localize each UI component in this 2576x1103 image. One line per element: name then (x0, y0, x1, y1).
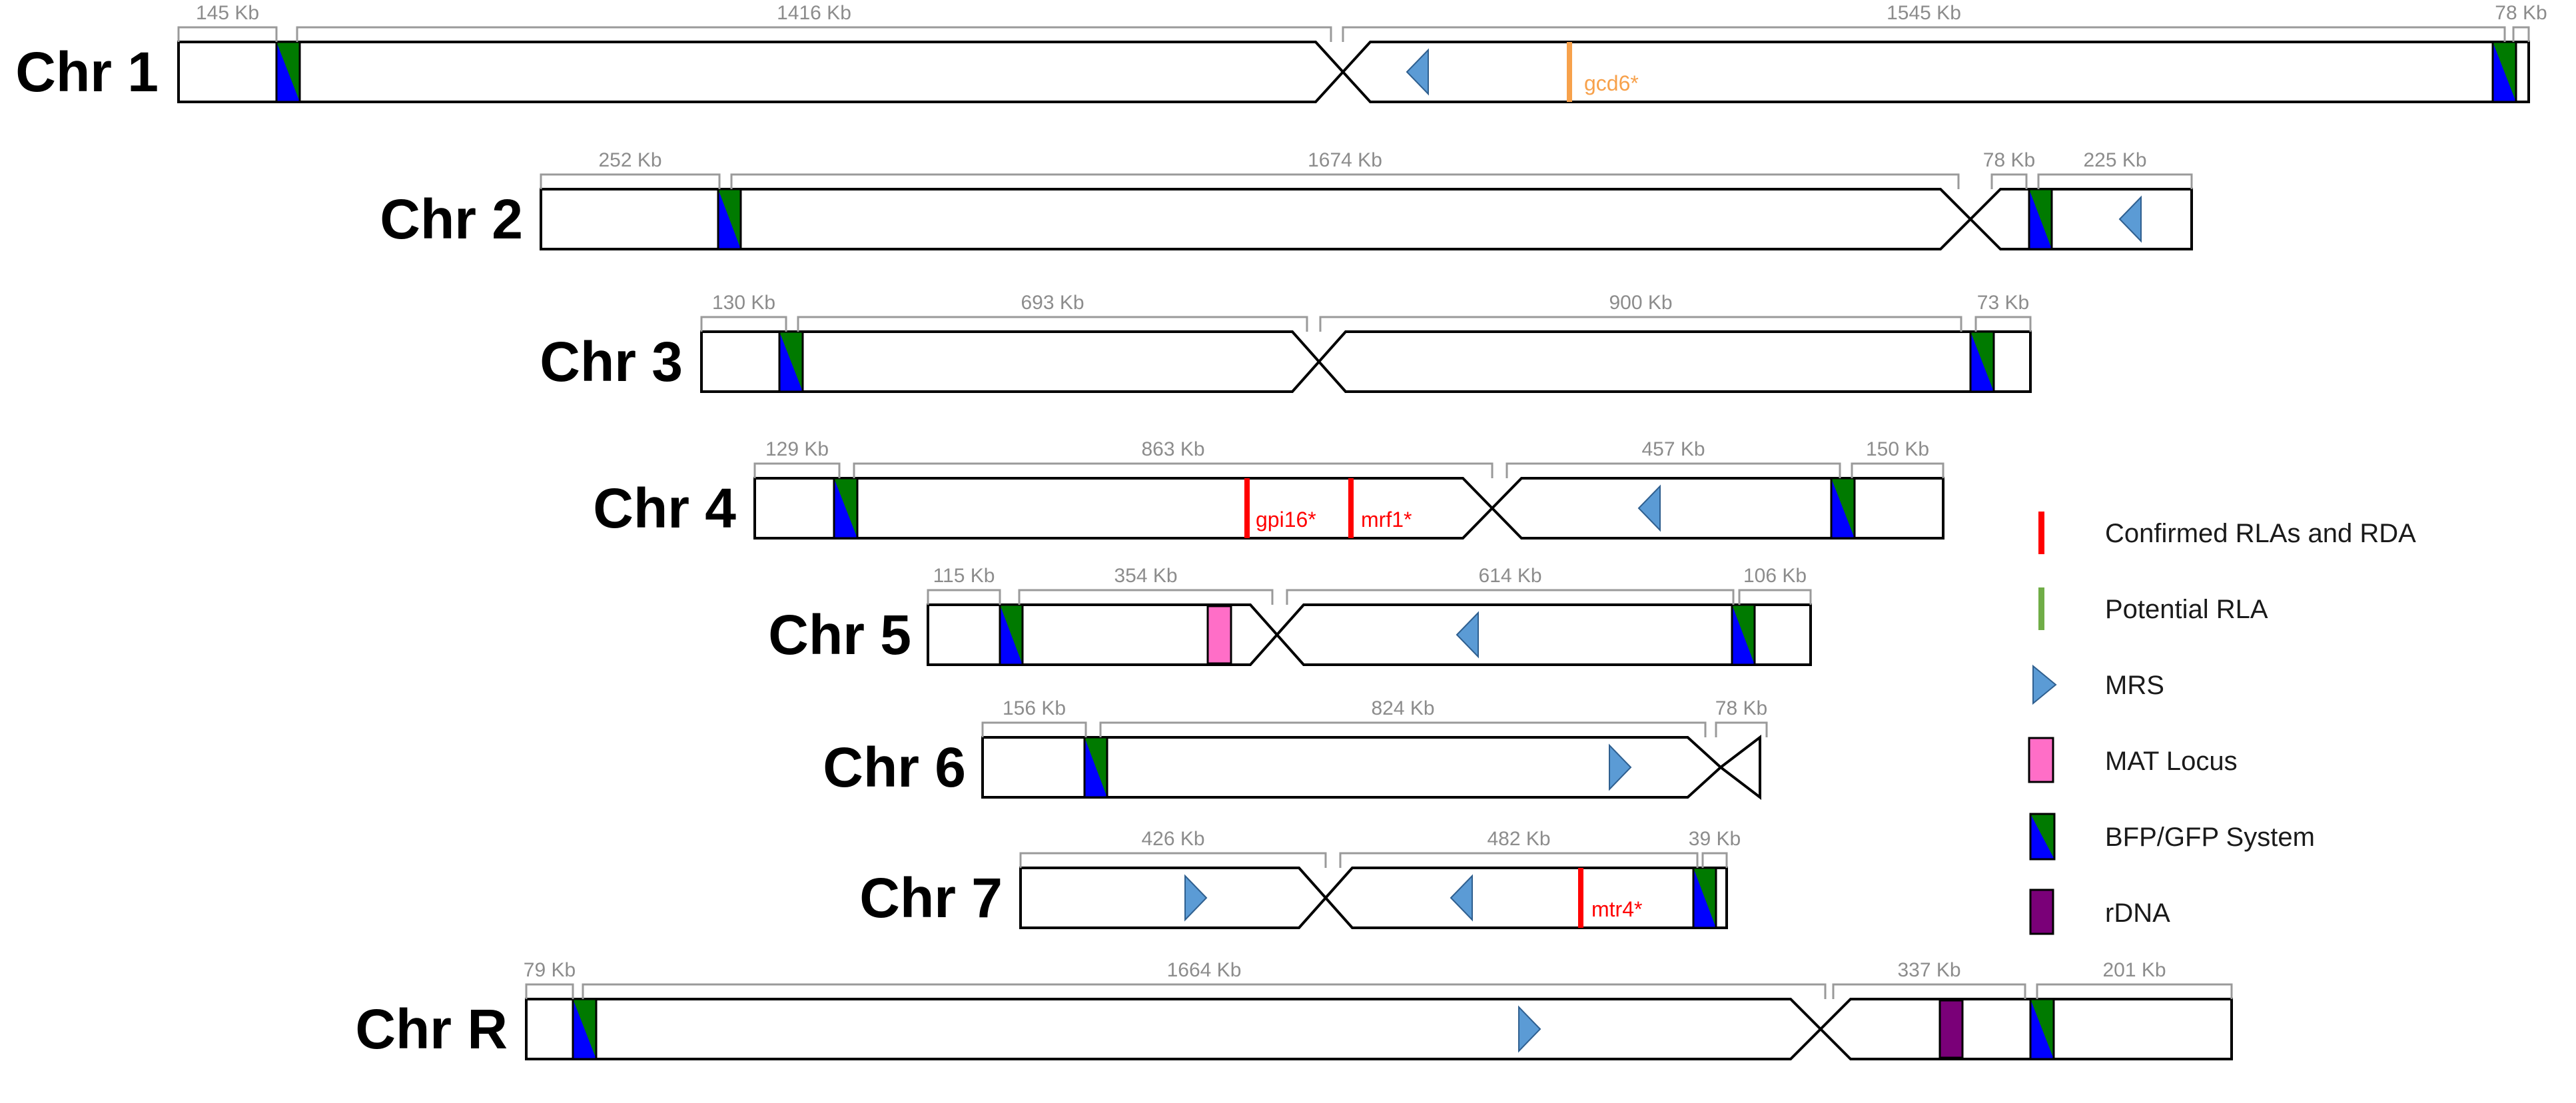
bfp-gfp-marker (275, 41, 301, 103)
segment-size-label: 482 Kb (1487, 828, 1550, 850)
bfp-gfp-marker (1731, 603, 1756, 666)
chromosome-label: Chr 1 (15, 41, 159, 103)
segment-size-label: 130 Kb (712, 292, 775, 314)
bfp-gfp-marker (2028, 188, 2053, 250)
segment-size-label: 426 Kb (1141, 828, 1204, 850)
gene-label: mtr4* (1591, 897, 1642, 921)
chromosome-chr4: Chr 4 gpi16* mrf1* 129 Kb 863 Kb 457 Kb 150 Kb (593, 438, 1944, 540)
segment-size-label: 129 Kb (765, 438, 829, 460)
chromosome-body (700, 330, 2032, 393)
chromosome-body (927, 603, 1812, 666)
gene-label: gcd6* (1584, 71, 1639, 95)
segment-size-label: 79 Kb (524, 959, 576, 981)
mrs-marker (1456, 611, 1479, 659)
mrs-marker (1609, 743, 1632, 791)
mrs-marker (1450, 874, 1473, 922)
segment-size-label: 145 Kb (196, 2, 259, 24)
segment-size-label: 693 Kb (1021, 292, 1084, 314)
chromosome-body (540, 188, 2193, 250)
segment-size-label: 1545 Kb (1887, 2, 1961, 24)
mrs-marker (2118, 195, 2142, 243)
legend-label: MRS (2105, 671, 2164, 700)
mrs-marker (1184, 874, 1208, 922)
chromosome-label: Chr 3 (540, 330, 683, 393)
mat-locus-marker (1206, 605, 1232, 665)
segment-size-label: 39 Kb (1689, 828, 1741, 850)
legend-label: MAT Locus (2105, 747, 2238, 776)
gene-label: gpi16* (1256, 508, 1316, 532)
segment-size-label: 78 Kb (1715, 697, 1767, 719)
segment-size-label: 863 Kb (1141, 438, 1204, 460)
rdna-marker (1938, 999, 1964, 1059)
segment-size-label: 73 Kb (1977, 292, 2029, 314)
chromosome-label: Chr 5 (768, 603, 911, 666)
bfp-gfp-marker (1692, 867, 1717, 929)
chromosome-chr2: Chr 2 252 Kb 1674 Kb 78 Kb 225 Kb (380, 149, 2193, 250)
segment-size-label: 78 Kb (1983, 149, 2035, 171)
chromosome-body (177, 41, 2530, 103)
chromosome-label: Chr 4 (593, 477, 736, 540)
bfp-gfp-marker (1969, 330, 1995, 393)
segment-size-label: 354 Kb (1114, 565, 1177, 587)
bfp-gfp-marker (1830, 477, 1856, 540)
legend-item-confirmed: Confirmed RLAs and RDA (2038, 512, 2416, 554)
legend-label: Confirmed RLAs and RDA (2105, 519, 2416, 548)
legend-label: BFP/GFP System (2105, 823, 2315, 852)
chromosome-chrR: Chr R 79 Kb 1664 Kb 337 Kb 201 Kb (355, 959, 2233, 1060)
chromosome-label: Chr R (355, 998, 508, 1060)
bfp-gfp-marker (833, 477, 859, 540)
mrs-marker (1406, 48, 1429, 96)
chromosome-body (981, 736, 1723, 799)
chromosome-chr3: Chr 3 130 Kb 693 Kb 900 Kb 73 Kb (540, 292, 2032, 393)
segment-size-label: 201 Kb (2102, 959, 2166, 981)
legend-item-bfpgfp: BFP/GFP System (2029, 813, 2315, 861)
legend-item-potential: Potential RLA (2038, 587, 2268, 630)
segment-size-label: 150 Kb (1866, 438, 1929, 460)
segment-size-label: 824 Kb (1371, 697, 1434, 719)
legend: Confirmed RLAs and RDA Potential RLA MRS MA… (2028, 512, 2416, 935)
bfp-gfp-marker (778, 330, 804, 393)
chromosome-chr1: Chr 1 gcd6* 145 Kb 1416 Kb 1545 Kb 78 Kb (15, 2, 2547, 103)
chromosome-chr7: Chr 7 mtr4* 426 Kb 482 Kb 39 Kb (859, 828, 1741, 929)
legend-label: Potential RLA (2105, 595, 2268, 624)
segment-size-label: 115 Kb (933, 565, 995, 587)
bfp-gfp-marker (999, 603, 1024, 666)
legend-item-mat: MAT Locus (2028, 737, 2238, 783)
legend-label: rDNA (2105, 899, 2170, 928)
segment-size-label: 1416 Kb (777, 2, 851, 24)
chromosome-label: Chr 7 (859, 867, 1003, 929)
segment-size-label: 252 Kb (598, 149, 661, 171)
mrs-marker (1637, 484, 1661, 532)
chromosome-label: Chr 2 (380, 188, 523, 250)
segment-size-label: 1664 Kb (1167, 959, 1242, 981)
mrs-marker (1518, 1005, 1541, 1053)
chromosome-chr6: Chr 6 156 Kb 824 Kb 78 Kb (823, 697, 1768, 801)
bfp-gfp-marker (717, 188, 742, 250)
chromosome-label: Chr 6 (823, 736, 966, 799)
legend-item-mrs: MRS (2032, 664, 2164, 705)
segment-size-label: 156 Kb (1003, 697, 1066, 719)
bfp-gfp-marker (1083, 736, 1108, 799)
gene-label: mrf1* (1361, 508, 1412, 532)
segment-size-label: 337 Kb (1897, 959, 1960, 981)
segment-size-label: 106 Kb (1743, 565, 1807, 587)
bfp-gfp-marker (572, 998, 598, 1060)
segment-size-label: 900 Kb (1609, 292, 1672, 314)
legend-item-rdna: rDNA (2029, 889, 2170, 935)
centromere (1718, 734, 1761, 801)
chromosome-body (525, 998, 2233, 1060)
segment-size-label: 78 Kb (2495, 2, 2547, 24)
segment-size-label: 1674 Kb (1308, 149, 1382, 171)
bfp-gfp-marker (2029, 998, 2055, 1060)
chromosome-body (1019, 867, 1728, 929)
bfp-gfp-marker (2491, 41, 2517, 103)
segment-size-label: 457 Kb (1641, 438, 1705, 460)
segment-size-label: 225 Kb (2083, 149, 2146, 171)
chromosome-chr5: Chr 5 115 Kb 354 Kb 614 Kb 106 Kb (768, 565, 1812, 666)
segment-size-label: 614 Kb (1478, 565, 1541, 587)
